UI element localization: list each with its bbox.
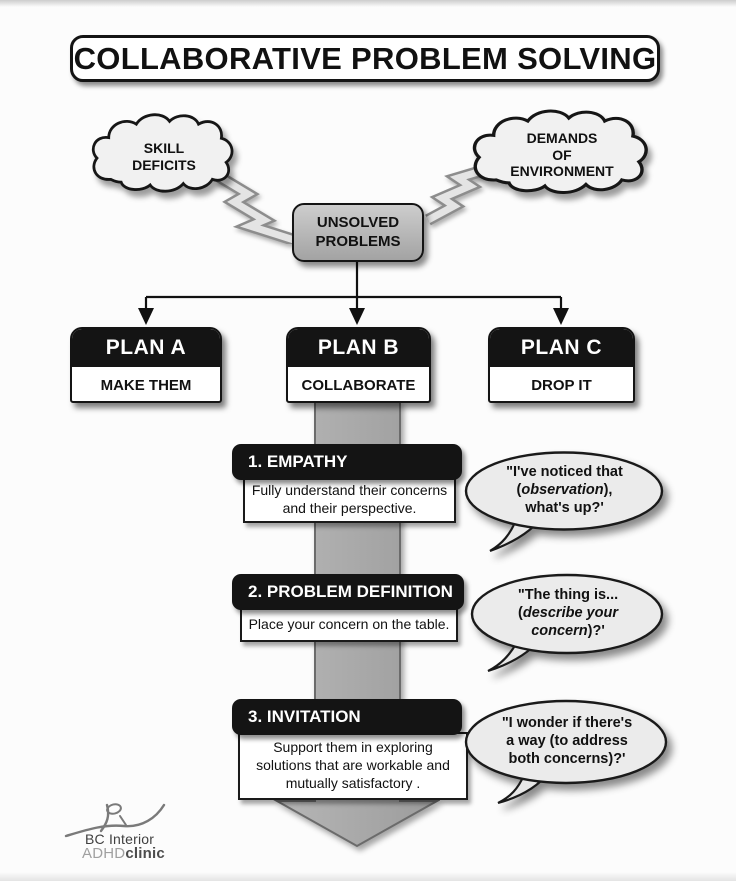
scan-edge-bottom <box>0 872 736 881</box>
cloud-shape-icon <box>91 113 234 193</box>
plan-b-box: PLAN B COLLABORATE <box>286 327 431 403</box>
step-2-problem-definition-header: 2. PROBLEM DEFINITION <box>232 574 464 610</box>
plan-b-action: COLLABORATE <box>301 376 416 394</box>
plan-a-title: PLAN A <box>72 329 220 367</box>
plan-c-title: PLAN C <box>490 329 633 367</box>
speech-bubble-icon <box>464 451 664 553</box>
logo-brand-adhd: ADHD <box>82 845 126 862</box>
step-1-empathy-header: 1. EMPATHY <box>232 444 462 480</box>
page-title: COLLABORATIVE PROBLEM SOLVING <box>73 40 657 76</box>
lightning-bolt-left-icon <box>214 172 296 244</box>
branch-connector-arrows <box>138 262 569 325</box>
plan-a-box: PLAN A MAKE THEM <box>70 327 222 403</box>
step-3-invitation-header: 3. INVITATION <box>232 699 462 735</box>
plan-b-title: PLAN B <box>288 329 429 367</box>
plan-a-action: MAKE THEM <box>100 376 192 394</box>
plan-c-action: DROP IT <box>531 376 592 394</box>
logo-brand: ADHDclinic <box>82 845 165 862</box>
step-1-speech-bubble: "I've noticed that(observation),what's u… <box>462 450 667 560</box>
scan-edge-top <box>0 0 736 7</box>
speech-bubble-icon <box>470 573 664 673</box>
title-banner: COLLABORATIVE PROBLEM SOLVING <box>70 35 660 82</box>
clinic-logo: BC Interior ADHDclinic <box>62 800 192 870</box>
step-2-description: Place your concern on the table. <box>240 607 458 642</box>
logo-brand-clinic: clinic <box>125 845 165 862</box>
step-1-script: "I've noticed that(observation),what's u… <box>506 464 623 516</box>
lightning-bolt-right-icon <box>425 162 500 226</box>
leaping-figure-icon <box>64 803 166 838</box>
speech-bubble-icon <box>464 699 668 805</box>
logo-name: BC Interior <box>85 831 155 847</box>
cloud-shape-icon <box>472 109 648 195</box>
plan-c-box: PLAN C DROP IT <box>488 327 635 403</box>
